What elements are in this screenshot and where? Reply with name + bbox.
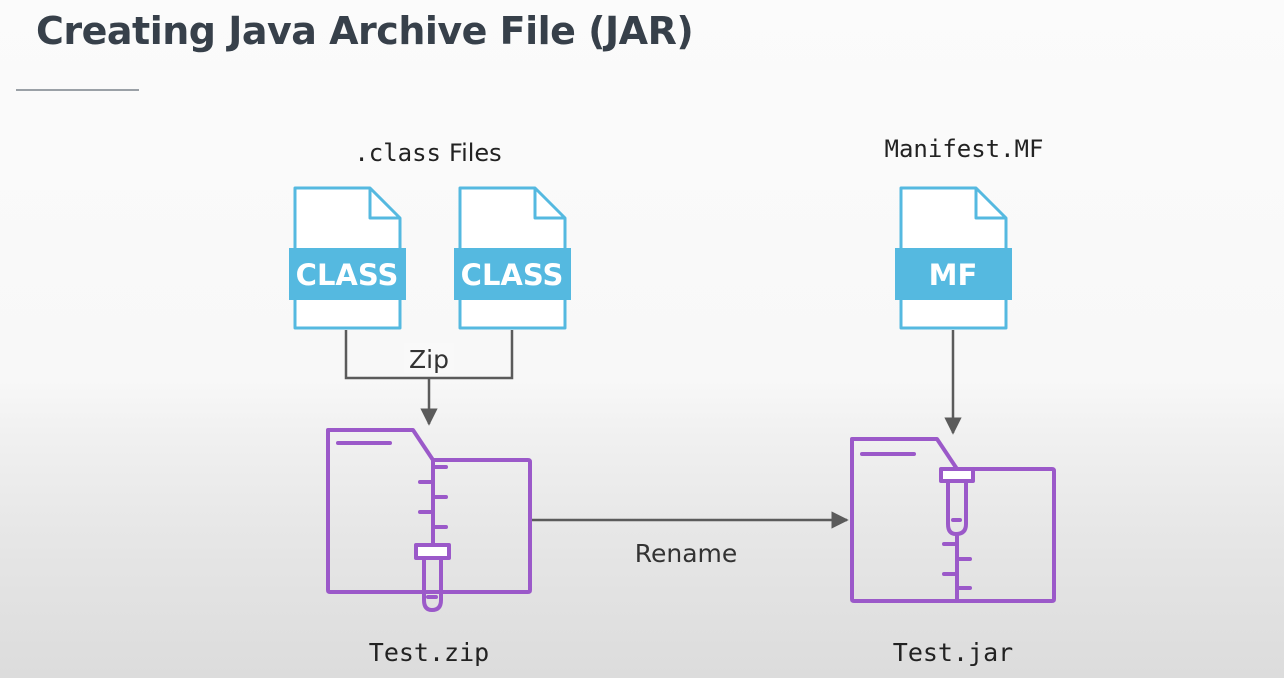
- manifest-file-badge: MF: [929, 258, 978, 292]
- rename-edge-label: Rename: [635, 539, 738, 568]
- class-file-badge: CLASS: [296, 258, 399, 292]
- class-files-label-code: .class: [354, 139, 441, 167]
- manifest-file-icon: [895, 186, 1012, 330]
- class-file-badge: CLASS: [461, 258, 564, 292]
- class-file-icon: [289, 186, 406, 330]
- zip-label-background: [404, 343, 454, 373]
- class-file-icon: [454, 186, 571, 330]
- title-underline: [16, 89, 139, 91]
- class-files-label-text: Files: [449, 139, 502, 167]
- zip-archive-label: Test.zip: [369, 638, 489, 667]
- zip-connector: [344, 330, 514, 426]
- manifest-label: Manifest.MF: [885, 135, 1044, 163]
- jar-archive-icon: [850, 437, 1056, 603]
- class-files-label: .class Files: [354, 139, 501, 167]
- zip-edge-label: Zip: [409, 345, 449, 374]
- zip-archive-icon: [326, 428, 532, 612]
- slide-title: Creating Java Archive File (JAR): [36, 9, 694, 53]
- jar-archive-label: Test.jar: [893, 638, 1013, 667]
